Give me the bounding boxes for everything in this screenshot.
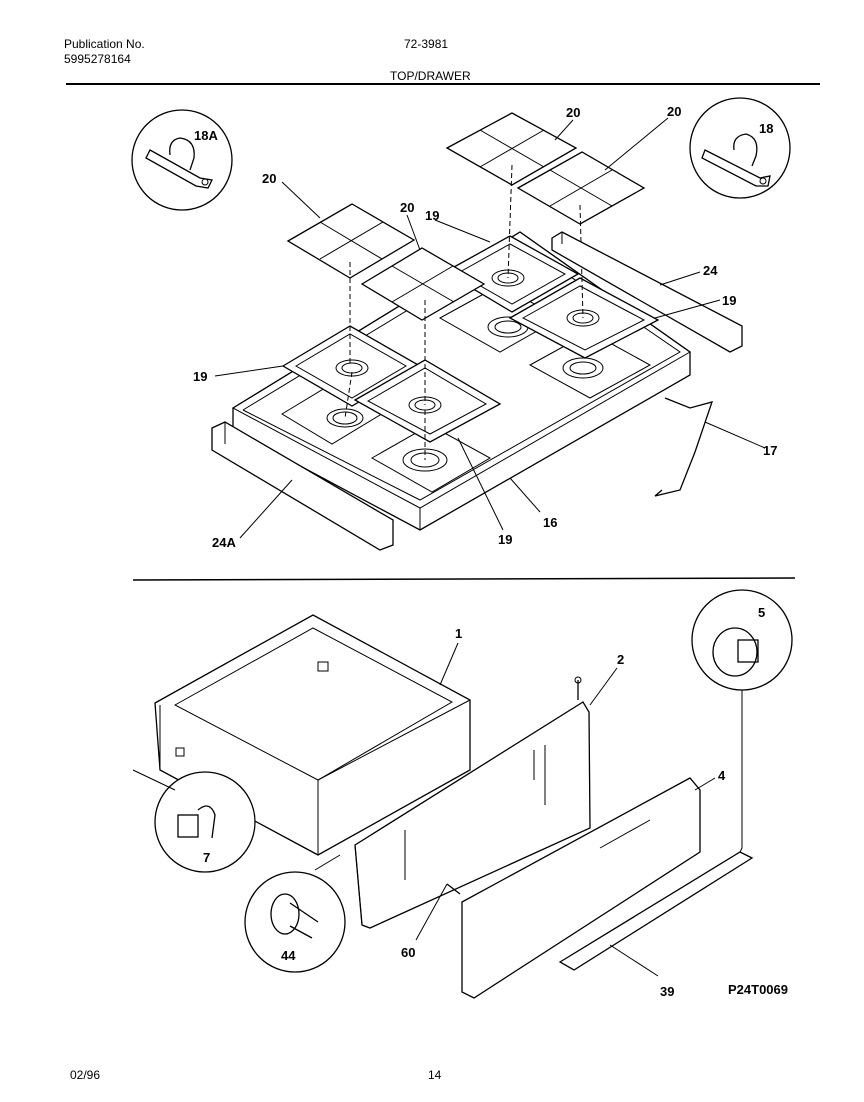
leader-lines-bottom (132, 642, 743, 977)
drawer-assembly (154, 614, 754, 999)
callout-5: 5 (758, 605, 765, 620)
section-title: TOP/DRAWER (390, 69, 471, 83)
callout-16: 16 (543, 515, 557, 530)
callout-20-a: 20 (262, 171, 276, 186)
cooktop-assembly (211, 112, 743, 551)
burner-trim-rings (281, 235, 660, 443)
publication-number: 5995278164 (64, 52, 131, 66)
inset-18 (689, 97, 791, 199)
inset-18A (131, 109, 233, 211)
inset-7 (154, 771, 256, 873)
callout-19-b: 19 (193, 369, 207, 384)
callout-19-a: 19 (425, 208, 439, 223)
callout-4: 4 (718, 768, 726, 783)
leader-lines-top (214, 117, 766, 539)
callout-44: 44 (281, 948, 296, 963)
inset-44 (244, 871, 346, 973)
callout-20-c: 20 (566, 105, 580, 120)
callout-24: 24 (703, 263, 718, 278)
callout-24A: 24A (212, 535, 236, 550)
inset-5 (691, 589, 793, 691)
callout-labels: 18A 18 20 20 20 20 19 19 19 19 24 24A 17… (193, 104, 788, 999)
igniter-wire (654, 397, 714, 497)
callout-17: 17 (763, 443, 777, 458)
callout-20-b: 20 (400, 200, 414, 215)
model-number: 72-3981 (404, 37, 449, 51)
callout-1: 1 (455, 626, 462, 641)
callout-18A: 18A (194, 128, 218, 143)
callout-7: 7 (203, 850, 210, 865)
callout-20-d: 20 (667, 104, 681, 119)
diagram-code: P24T0069 (728, 982, 788, 997)
section-divider (132, 577, 796, 581)
callout-39: 39 (660, 984, 674, 999)
callout-18: 18 (759, 121, 773, 136)
screw-60 (446, 883, 461, 895)
callout-2: 2 (617, 652, 624, 667)
callout-60: 60 (401, 945, 415, 960)
burner-grates (286, 112, 646, 321)
footer-date: 02/96 (70, 1068, 101, 1082)
callout-19-d: 19 (498, 532, 512, 547)
page-number: 14 (428, 1068, 442, 1082)
callout-19-c: 19 (722, 293, 736, 308)
publication-label: Publication No. (64, 37, 145, 51)
drawer-handle (558, 851, 754, 971)
